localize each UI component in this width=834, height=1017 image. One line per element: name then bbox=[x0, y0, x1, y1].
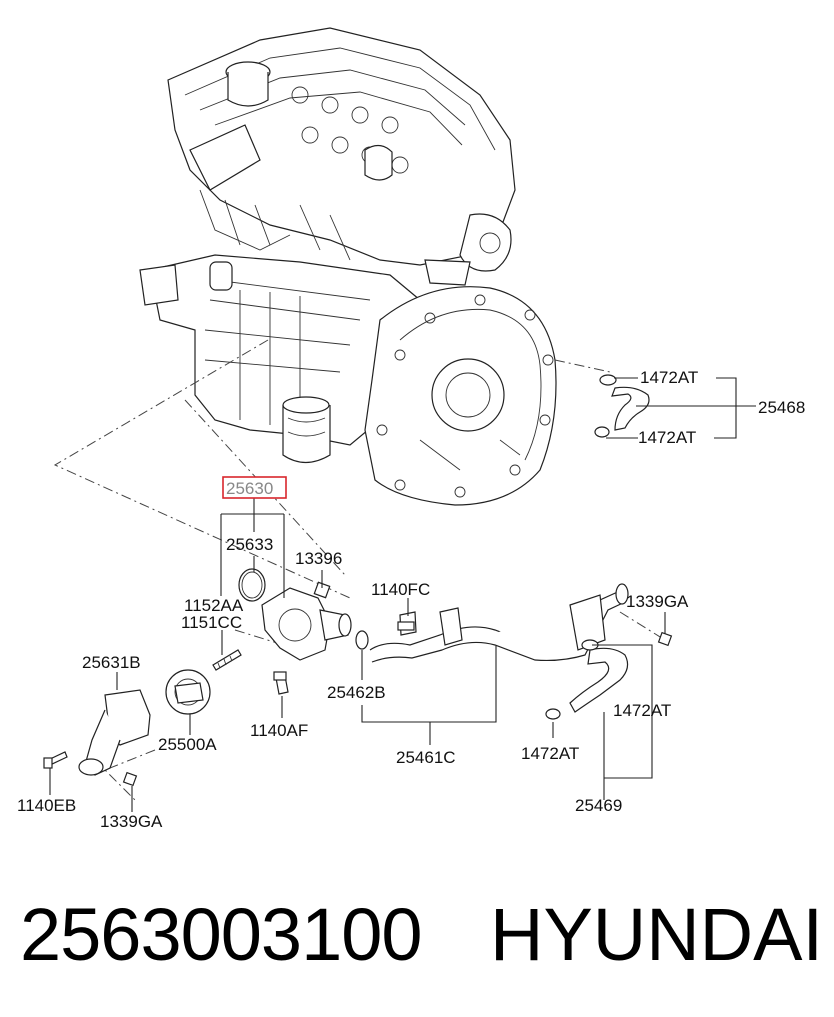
callout-1152AA[interactable]: 1152AA bbox=[184, 596, 244, 615]
callout-1140AF[interactable]: 1140AF bbox=[250, 721, 308, 740]
callout-25630[interactable]: 25630 bbox=[226, 479, 273, 498]
callout-25462B[interactable]: 25462B bbox=[327, 683, 386, 702]
hoses bbox=[545, 374, 650, 720]
callout-25469[interactable]: 25469 bbox=[575, 796, 622, 815]
callout-1472AT-top[interactable]: 1472AT bbox=[640, 368, 698, 387]
highlight-box bbox=[222, 476, 287, 499]
footer-caption: 2563003100 HYUNDAI bbox=[0, 885, 834, 985]
callout-1472AT-right[interactable]: 1472AT bbox=[613, 701, 671, 720]
water-pipe bbox=[369, 583, 673, 663]
callout-1472AT-mid[interactable]: 1472AT bbox=[638, 428, 696, 447]
callout-1339GA-left[interactable]: 1339GA bbox=[100, 812, 163, 831]
leader-lines bbox=[53, 339, 666, 801]
callout-25633[interactable]: 25633 bbox=[226, 535, 273, 554]
callout-25461C[interactable]: 25461C bbox=[396, 748, 456, 767]
brand-name: HYUNDAI bbox=[490, 893, 824, 976]
parts-diagram: 25630 25633 13396 1152AA 1151CC 25631B 2… bbox=[17, 27, 805, 831]
callout-1140EB[interactable]: 1140EB bbox=[17, 796, 76, 815]
callout-1140FC[interactable]: 1140FC bbox=[371, 580, 430, 599]
callout-1151CC[interactable]: 1151CC bbox=[181, 613, 242, 632]
thermostat-parts bbox=[43, 568, 369, 787]
part-number: 2563003100 bbox=[20, 893, 423, 976]
callout-1339GA-right[interactable]: 1339GA bbox=[626, 592, 689, 611]
callout-13396[interactable]: 13396 bbox=[295, 549, 342, 568]
engine-illustration bbox=[139, 27, 557, 506]
callout-25468[interactable]: 25468 bbox=[758, 398, 805, 417]
callout-lines bbox=[49, 377, 756, 812]
callout-1472AT-left[interactable]: 1472AT bbox=[521, 744, 579, 763]
callout-labels: 25630 25633 13396 1152AA 1151CC 25631B 2… bbox=[17, 368, 805, 831]
callout-25631B[interactable]: 25631B bbox=[82, 653, 141, 672]
callout-25500A[interactable]: 25500A bbox=[158, 735, 217, 754]
